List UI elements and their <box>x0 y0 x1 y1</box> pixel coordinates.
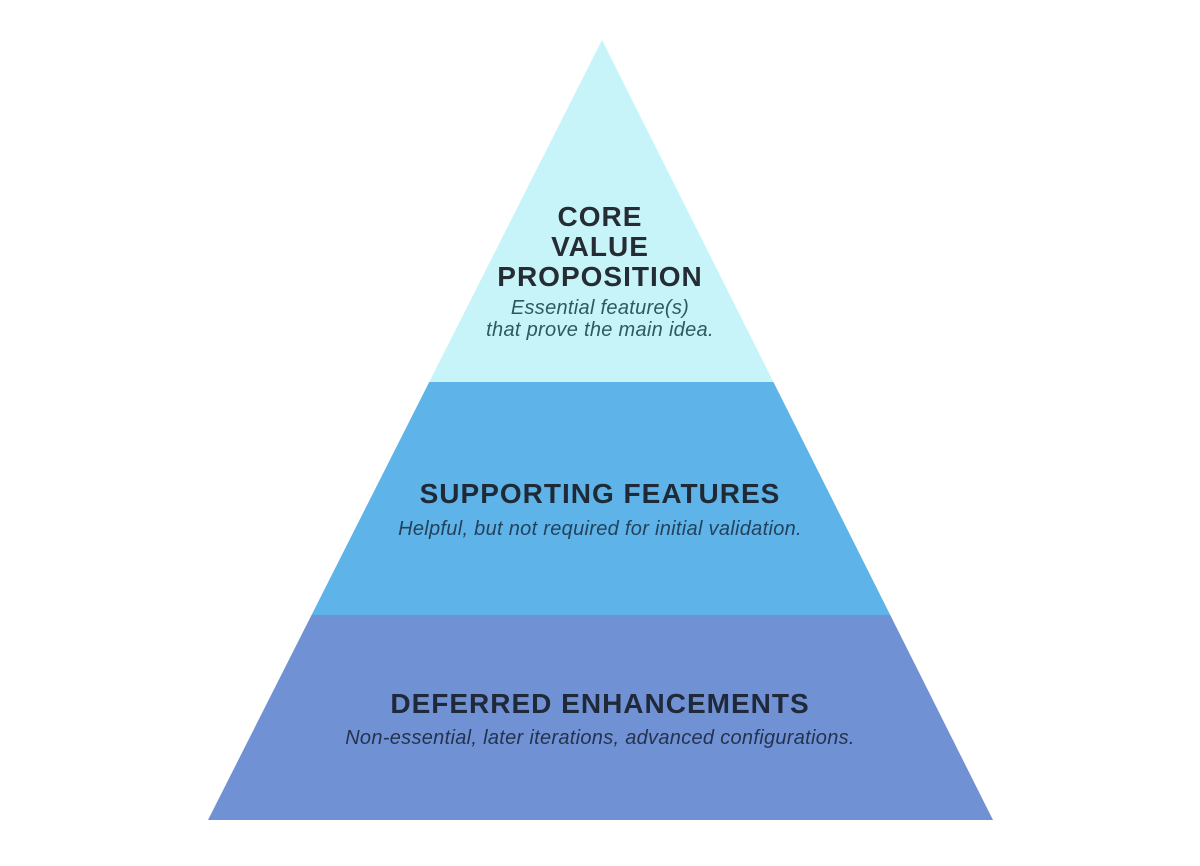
pyramid-shape <box>208 40 993 820</box>
pyramid-tier-supporting-features <box>208 382 993 615</box>
pyramid-tier-core-value-proposition <box>208 40 993 382</box>
pyramid-tier-deferred-enhancements <box>208 615 993 820</box>
